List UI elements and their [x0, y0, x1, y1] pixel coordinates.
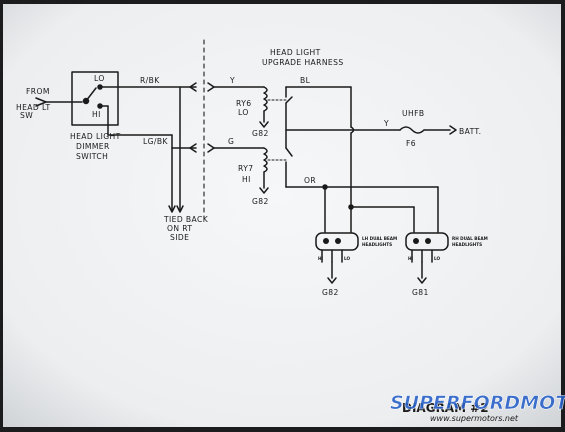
tied-end-1 [168, 205, 176, 213]
rh-bulb-1 [413, 238, 419, 244]
lh-ground-symbol [327, 277, 337, 284]
label-tied-2: ON RT [167, 224, 192, 233]
paper-background [3, 4, 561, 427]
label-rh-lo: LO [434, 256, 441, 261]
label-f6: F6 [406, 139, 416, 148]
label-y1: Y [229, 76, 235, 85]
lh-bulb-2 [335, 238, 341, 244]
label-tied-3: SIDE [170, 233, 189, 242]
label-harness-2: UPGRADE HARNESS [262, 58, 344, 67]
label-tied-1: TIED BACK [163, 215, 209, 224]
label-g81-lamp: G81 [412, 288, 429, 297]
label-dimmer-3: SWITCH [76, 152, 108, 161]
label-dimmer-1: HEAD LIGHT [70, 132, 121, 141]
junction-or [322, 184, 328, 190]
rh-ground-symbol [417, 277, 427, 284]
label-rh-1: RH DUAL BEAM [452, 236, 488, 241]
label-ry7-2: HI [242, 175, 251, 184]
label-lgbk: LG/BK [143, 137, 168, 146]
label-harness-1: HEAD LIGHT [270, 48, 321, 57]
batt-arrow [449, 125, 457, 135]
ry7-contact-blade [285, 147, 293, 157]
tied-end-2 [176, 205, 184, 213]
dimmer-blade [85, 87, 97, 102]
label-head-lt-sw-1: HEAD LT [16, 103, 51, 112]
label-y2: Y [383, 119, 389, 128]
junction-bl [348, 204, 354, 210]
ry6-ground-symbol [259, 121, 269, 128]
label-lh-1: LH DUAL BEAM [362, 236, 397, 241]
label-lh-2: HEADLIGHTS [362, 242, 392, 247]
label-head-lt-sw-2: SW [20, 111, 33, 120]
label-hi: HI [92, 110, 101, 119]
ry7-ground-symbol [259, 187, 269, 194]
label-ry6-2: LO [238, 108, 249, 117]
label-lh-hi: HI [318, 256, 324, 261]
rh-bulb-2 [425, 238, 431, 244]
label-rh-hi: HI [408, 256, 414, 261]
label-ry7-1: RY7 [238, 164, 253, 173]
ry6-coil [263, 86, 268, 112]
connector-rbk [189, 82, 197, 92]
label-rh-2: HEADLIGHTS [452, 242, 482, 247]
dimmer-switch-box [71, 71, 119, 126]
label-uhfb: UHFB [402, 109, 424, 118]
label-bl: BL [300, 76, 311, 85]
lamp-details [323, 238, 431, 244]
label-g82-bottom: G82 [252, 197, 269, 206]
watermark-url: www.supermotors.net [430, 414, 519, 423]
watermark-brand: SUPERFORDMOTORS [390, 392, 565, 414]
label-lh-lo: LO [344, 256, 351, 261]
label-or: OR [304, 176, 316, 185]
rh-headlight [405, 232, 449, 251]
label-rbk: R/BK [140, 76, 160, 85]
label-g82-lamp: G82 [322, 288, 339, 297]
label-ry6-1: RY6 [236, 99, 251, 108]
label-lo: LO [94, 74, 105, 83]
label-batt: BATT. [459, 127, 481, 136]
label-g: G [228, 137, 234, 146]
ry7-coil [263, 147, 268, 173]
lh-headlight [315, 232, 359, 251]
fuse-f6 [399, 126, 425, 134]
connector-lgbk [189, 143, 197, 153]
label-dimmer-2: DIMMER [76, 142, 110, 151]
lh-bulb-1 [323, 238, 329, 244]
diagram-title: DIAGRAM #2 [402, 401, 489, 415]
ry6-contact-blade [285, 96, 293, 104]
label-g82-top: G82 [252, 129, 269, 138]
label-from: FROM [26, 87, 50, 96]
